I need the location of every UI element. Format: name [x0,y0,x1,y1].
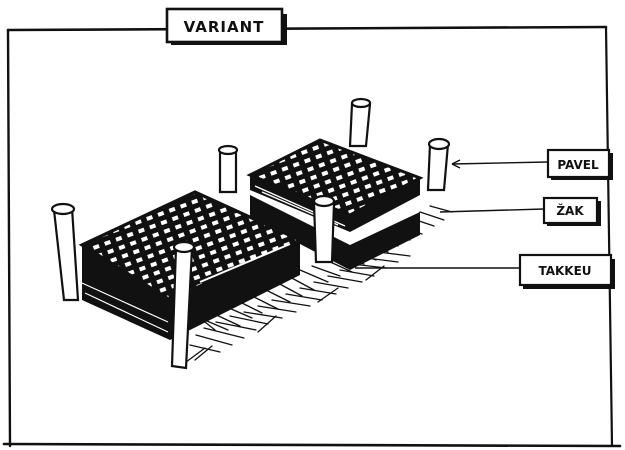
title-text: VARIANT [184,18,265,36]
title-box: VARIANT [165,7,287,45]
posts [50,97,451,370]
label-bottom-text: TAKKEU [538,264,591,278]
frame [2,25,622,448]
label-middle-text: ŽAK [556,203,584,218]
label-top: PAVEL [546,148,613,180]
label-bottom: TAKKEU [518,253,615,289]
label-top-text: PAVEL [557,158,599,172]
label-middle: ŽAK [542,196,601,226]
leader-lines [355,159,549,269]
